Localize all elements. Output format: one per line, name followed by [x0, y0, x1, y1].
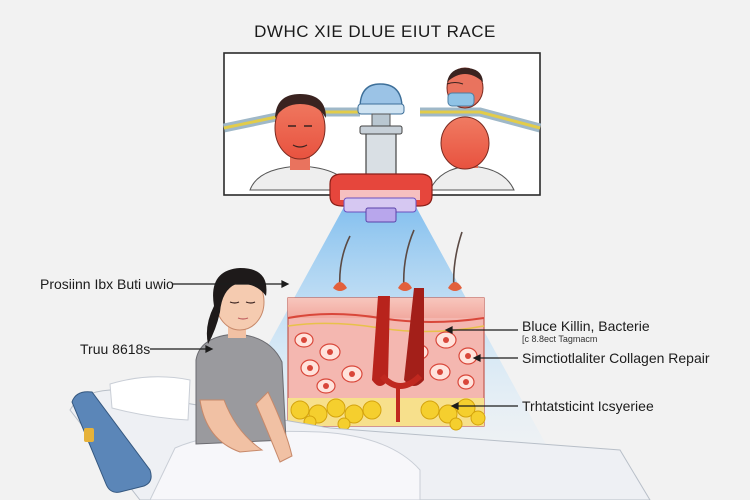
label-left-bottom: Truu 8618s	[80, 341, 151, 357]
diagram-title: DWHC XIE DLUE EIUT RACE	[254, 22, 496, 41]
treatment-inset	[223, 52, 542, 196]
patient-on-bed	[69, 268, 651, 500]
label-right-bottom: Trhtatsticint Icsyeriee	[522, 398, 654, 414]
skin-cross-section	[287, 288, 486, 431]
patient-face-left	[249, 94, 353, 191]
label-blue-kills-bacteria-sub: [c 8.8ect Tagmacm	[522, 334, 598, 344]
label-left-top: Prosiinn Ibx Buti uwio	[40, 276, 174, 292]
label-collagen-repair: Simctiotlaliter Collagen Repair	[522, 350, 710, 366]
doctor-face-right	[429, 67, 515, 191]
surgical-mask-icon	[447, 92, 475, 107]
led-lamp-icon	[329, 125, 433, 223]
label-blue-kills-bacteria: Bluce Killin, Bacterie	[522, 318, 650, 334]
pointer-lines	[150, 280, 518, 410]
bed-icon	[71, 391, 152, 493]
